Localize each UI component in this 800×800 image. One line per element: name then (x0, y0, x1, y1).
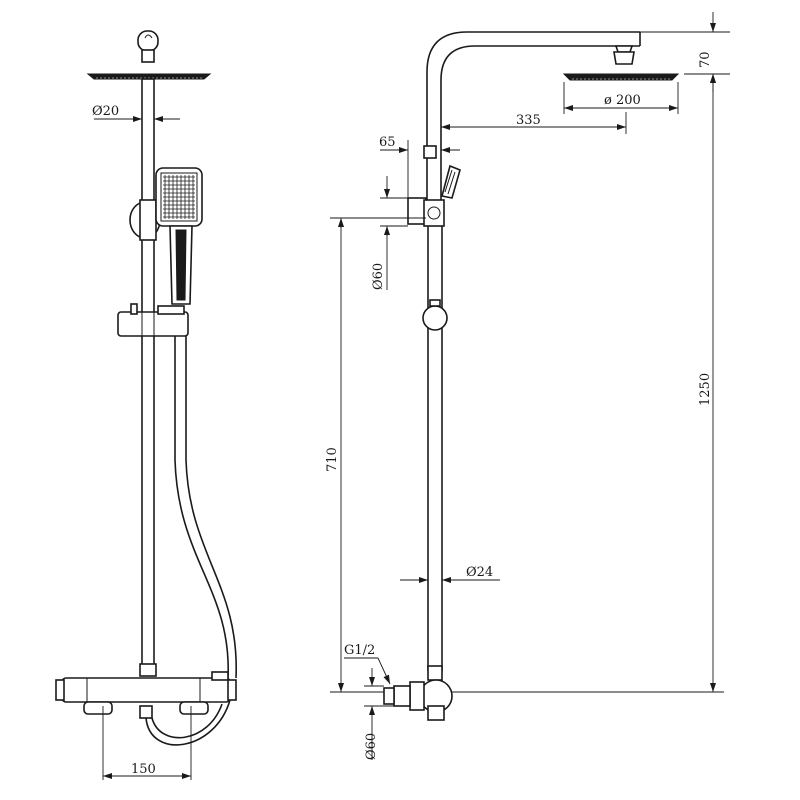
dim-label-w150: 150 (131, 762, 156, 777)
side-lower-riser (427, 217, 443, 671)
front-rain-head (86, 73, 212, 80)
side-slider (422, 305, 448, 331)
dim-label-d60-top: Ø60 (371, 263, 386, 290)
front-view: Ø20 150 (55, 30, 237, 780)
side-riser-arm-inner (440, 45, 640, 200)
side-mixer (383, 679, 453, 721)
front-head-connector (137, 30, 159, 63)
side-wall-bracket (407, 197, 445, 227)
dim-label-d20: Ø20 (92, 104, 119, 119)
dim-label-d60-bottom: Ø60 (364, 733, 379, 760)
dim-label-g12: G1/2 (344, 643, 375, 658)
side-riser-arm-outer (426, 31, 640, 200)
dim-label-h70: 70 (698, 51, 713, 68)
front-top-riser (141, 78, 155, 670)
side-rain-head (562, 73, 680, 81)
dim-label-l335: 335 (516, 113, 541, 128)
front-hose-inner (185, 336, 237, 679)
dim-label-h710: 710 (325, 447, 340, 472)
front-hose-outer (174, 336, 229, 679)
dim-label-l65: 65 (379, 135, 396, 150)
dim-label-d200: ø 200 (604, 93, 641, 108)
dim-label-d24: Ø24 (466, 565, 493, 580)
dim-label-h1250: 1250 (698, 373, 713, 406)
side-view: 70 ø 200 335 65 Ø60 710 1250 Ø24 (325, 12, 730, 760)
side-hand-shower (441, 164, 461, 199)
front-thermostatic-bar (55, 671, 237, 746)
front-slider (117, 303, 189, 337)
front-hand-shower (155, 167, 203, 305)
